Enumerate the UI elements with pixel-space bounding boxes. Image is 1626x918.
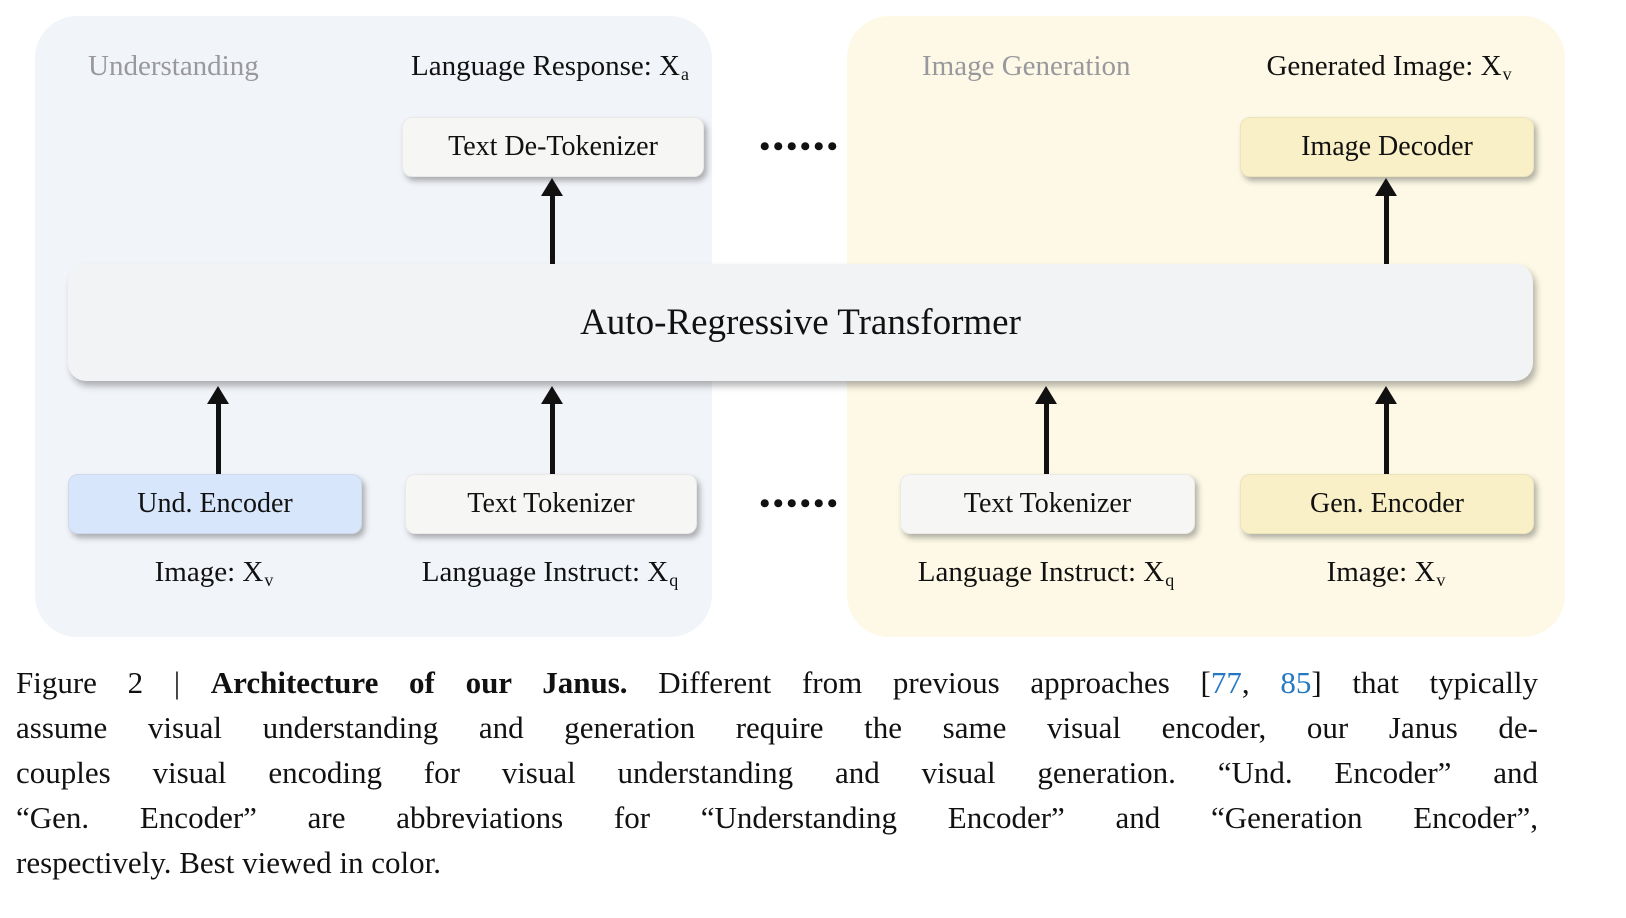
caption-text: ] that typically xyxy=(1311,665,1539,700)
image-input-label-right: Image: Xv xyxy=(1286,556,1486,591)
citation-link[interactable]: 85 xyxy=(1280,665,1312,700)
caption-line: respectively. Best viewed in color. xyxy=(16,840,1538,885)
understanding-title: Understanding xyxy=(88,50,259,82)
language-response-label: Language Response: Xa xyxy=(363,50,737,85)
ellipsis-bottom: •••••• xyxy=(759,487,841,520)
caption-text: couples visual encoding for visual under… xyxy=(16,755,1538,790)
label-text: Language Instruct: xyxy=(917,556,1144,588)
up-arrow-from-und-encoder xyxy=(206,386,230,474)
caption-line: couples visual encoding for visual under… xyxy=(16,750,1538,795)
text-tokenizer-right-box: Text Tokenizer xyxy=(900,474,1195,534)
caption-text: assume visual understanding and generati… xyxy=(16,710,1538,745)
label-text: Image: xyxy=(154,556,243,588)
image-decoder-box: Image Decoder xyxy=(1240,117,1534,177)
caption-text: respectively. Best viewed in color. xyxy=(16,845,441,880)
variable-x: X xyxy=(659,50,680,82)
ellipsis-top: •••••• xyxy=(759,130,841,163)
caption-text: Figure 2 | xyxy=(16,665,211,700)
caption-line: Figure 2 | Architecture of our Janus. Di… xyxy=(16,660,1538,705)
up-arrow-from-gen-encoder xyxy=(1374,386,1398,474)
text-tokenizer-left-box: Text Tokenizer xyxy=(405,474,697,534)
caption-text: , xyxy=(1241,665,1281,700)
subscript: a xyxy=(681,64,689,85)
up-arrow-to-image-decoder xyxy=(1374,178,1398,264)
subscript: q xyxy=(669,570,679,591)
up-arrow-to-text-de-tokenizer xyxy=(540,178,564,264)
up-arrow-from-text-tokenizer-left xyxy=(540,386,564,474)
subscript: v xyxy=(1436,570,1446,591)
text-de-tokenizer-box: Text De-Tokenizer xyxy=(402,117,704,177)
variable-x: X xyxy=(1143,556,1165,588)
up-arrow-from-text-tokenizer-right xyxy=(1034,386,1058,474)
auto-regressive-transformer-box: Auto-Regressive Transformer xyxy=(68,264,1533,381)
variable-x: X xyxy=(647,556,669,588)
image-generation-title: Image Generation xyxy=(922,50,1131,82)
und-encoder-box: Und. Encoder xyxy=(68,474,362,534)
caption-line: assume visual understanding and generati… xyxy=(16,705,1538,750)
citation-link[interactable]: 77 xyxy=(1210,665,1242,700)
label-text: Language Response: xyxy=(411,50,660,82)
caption-line: “Gen. Encoder” are abbreviations for “Un… xyxy=(16,795,1538,840)
language-instruct-label-right: Language Instruct: Xq xyxy=(846,556,1246,591)
gen-encoder-box: Gen. Encoder xyxy=(1240,474,1534,534)
caption-bold-title: Architecture of our Janus. xyxy=(210,665,628,700)
subscript: q xyxy=(1165,570,1175,591)
language-instruct-label-left: Language Instruct: Xq xyxy=(350,556,750,591)
image-input-label-left: Image: Xv xyxy=(114,556,314,591)
subscript: v xyxy=(264,570,274,591)
variable-x: X xyxy=(242,556,264,588)
subscript: v xyxy=(1502,64,1512,85)
label-text: Image: xyxy=(1326,556,1415,588)
label-text: Generated Image: xyxy=(1266,50,1481,82)
figure-caption: Figure 2 | Architecture of our Janus. Di… xyxy=(16,660,1538,885)
variable-x: X xyxy=(1480,50,1502,82)
caption-text: “Gen. Encoder” are abbreviations for “Un… xyxy=(16,800,1538,835)
generated-image-label: Generated Image: Xv xyxy=(1203,50,1575,85)
variable-x: X xyxy=(1414,556,1436,588)
label-text: Language Instruct: xyxy=(421,556,648,588)
caption-text: Different from previous approaches [ xyxy=(627,665,1211,700)
